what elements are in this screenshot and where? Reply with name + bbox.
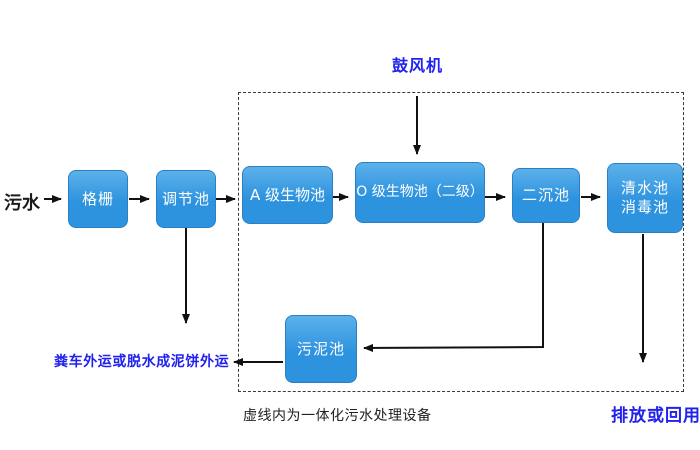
discharge-reuse-label: 排放或回用 [611,406,700,426]
sludge-disposal-label: 粪车外运或脱水成泥饼外运 [54,354,230,370]
node-regulating-tank: 调节池 [156,170,216,228]
node-sludge-tank-label: 污泥池 [296,339,345,358]
node-a-level-bio-tank: A 级生物池 [242,166,333,224]
blower-label: 鼓风机 [392,56,444,75]
node-secondary-sedimentation-tank-label: 二沉池 [521,186,570,205]
node-clearwater-disinfection-tank: 清水池 消毒池 [607,163,683,233]
equipment-boundary-dashed-box [238,92,684,392]
node-regulating-tank-label: 调节池 [161,189,210,208]
node-o-level-bio-tank: O 级生物池（二级） [355,162,485,223]
node-grid-label: 格栅 [81,189,114,208]
node-secondary-sedimentation-tank: 二沉池 [512,168,580,223]
node-clearwater-tank-label: 清水池 [620,179,669,198]
boundary-caption: 虚线内为一体化污水处理设备 [243,408,432,424]
node-a-level-bio-tank-label: A 级生物池 [249,185,326,204]
node-disinfection-tank-label: 消毒池 [620,198,669,216]
node-sludge-tank: 污泥池 [285,315,357,383]
inlet-wastewater-label: 污水 [4,193,40,214]
node-grid: 格栅 [68,170,128,228]
node-o-level-bio-tank-label: O 级生物池（二级） [356,183,484,200]
